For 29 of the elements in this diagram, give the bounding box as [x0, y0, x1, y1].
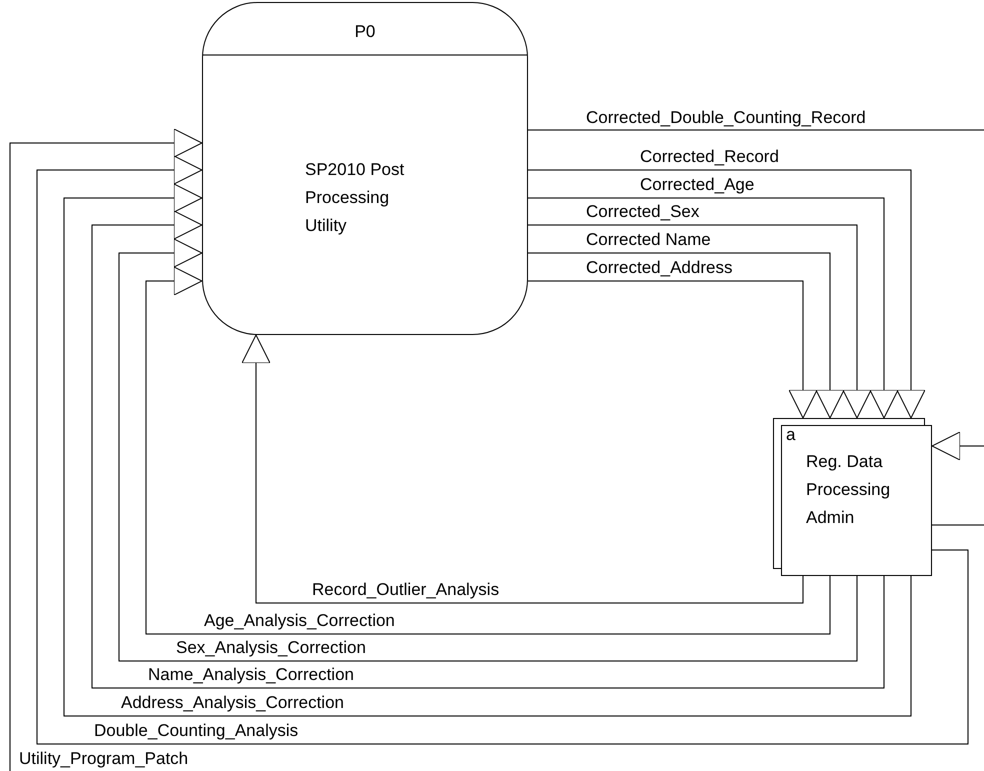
connector-arrow [118, 238, 858, 662]
edge-label: Corrected_Record [639, 147, 780, 167]
edge-label: Record_Outlier_Analysis [311, 580, 500, 600]
edge-label: Double_Counting_Analysis [93, 721, 300, 741]
connector-arrow [528, 198, 898, 418]
connector-arrow [10, 128, 202, 771]
edge-label: Address_Analysis_Correction [120, 693, 345, 713]
connector-arrow [528, 170, 926, 418]
connector-arrow [36, 156, 968, 744]
edge-label: Age_Analysis_Correction [203, 611, 396, 631]
edge-label: Name_Analysis_Correction [147, 665, 355, 685]
node-label: SP2010 Post Processing Utility [305, 159, 405, 237]
edge-label: Corrected_Sex [585, 202, 700, 222]
edge-label: Corrected_Double_Counting_Record [585, 108, 867, 128]
connector-arrow [528, 224, 872, 418]
node-title: P0 [354, 21, 376, 43]
node-label: Reg. Data Processing Admin [806, 451, 892, 529]
connector-arrow [64, 184, 912, 716]
edge-label: Corrected_Age [639, 175, 756, 195]
connector-arrow [146, 266, 830, 634]
connector-arrow [242, 334, 804, 604]
node-title: a [786, 424, 796, 446]
connector-arrow [528, 252, 844, 418]
edge-label: Utility_Program_Patch [18, 749, 190, 769]
edge-label: Corrected_Address [585, 258, 734, 278]
edge-label: Sex_Analysis_Correction [175, 638, 367, 658]
connector-arrow [932, 432, 984, 460]
connector-arrow [528, 280, 818, 418]
connector-arrow [92, 210, 884, 688]
